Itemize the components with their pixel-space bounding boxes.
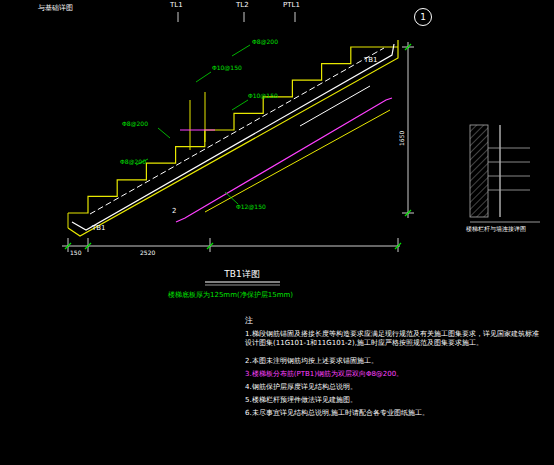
beam-tag: TL1: [170, 1, 183, 10]
note: 6.未尽事宜详见结构总说明,施工时请配合各专业图纸施工。: [245, 409, 545, 418]
rebar-callout: Φ10@150: [212, 64, 242, 72]
notes-heading: 注: [245, 316, 253, 326]
slab-tag: TB1: [364, 56, 378, 65]
note: 1.梯段钢筋锚固及搭接长度等构造要求应满足现行规范及有关施工图集要求，详见国家建…: [245, 330, 545, 348]
drawing-title: 与基础详图: [38, 4, 73, 13]
dimension: 1650: [398, 131, 406, 146]
rebar-callout: Φ8@200: [252, 38, 278, 46]
note: 2.本图未注明钢筋均按上述要求锚固施工。: [245, 357, 545, 366]
beam-tag: TL2: [236, 1, 249, 10]
note: 5.楼梯栏杆预埋件做法详见建施图。: [245, 396, 545, 405]
section-circle: 1: [414, 8, 432, 26]
rebar-callout: Φ8@200: [122, 120, 148, 128]
slab-note: 楼梯底板厚为125mm(净保护层15mm): [168, 291, 293, 300]
beam-tag: PTL1: [283, 1, 300, 10]
note: 4.钢筋保护层厚度详见结构总说明。: [245, 383, 545, 392]
rebar-callout: Φ8@200: [120, 158, 146, 166]
section-number: 1: [420, 12, 426, 22]
dimension: 2520: [140, 249, 155, 257]
note: 3.楼梯板分布筋(PTB1)钢筋为双层双向Φ8@200。: [245, 370, 545, 379]
dimension: 150: [70, 249, 81, 257]
detail-title: 楼梯栏杆与墙连接详图: [466, 226, 550, 233]
callout-number: 2: [172, 207, 176, 216]
rebar-callout: Φ12@150: [236, 203, 266, 211]
slab-tag: TB1: [92, 224, 106, 233]
drawing-title: TB1详图: [224, 269, 259, 280]
rebar-callout: Φ10@150: [248, 92, 278, 100]
